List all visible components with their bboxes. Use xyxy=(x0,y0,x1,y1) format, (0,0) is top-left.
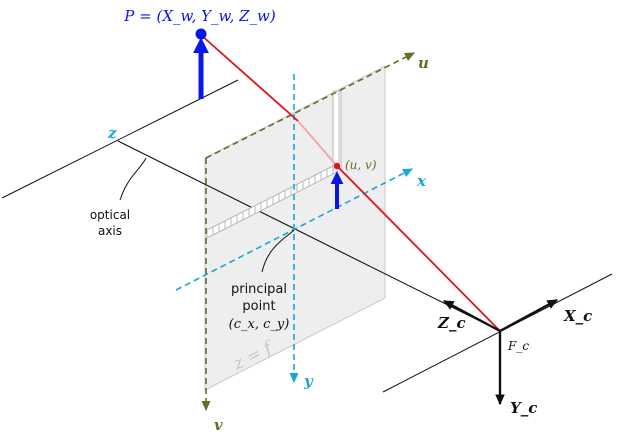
projection-ray-lower xyxy=(336,165,501,332)
u-axis-top xyxy=(205,52,415,159)
camera-frame-label: F_c xyxy=(507,339,529,353)
image-plane xyxy=(204,65,386,391)
x-axis-label: x xyxy=(416,172,427,190)
image-point xyxy=(333,162,341,170)
camera-Xc-label: X_c xyxy=(563,307,592,325)
principal-point-callout xyxy=(261,229,295,273)
point-P-label: P = (X_w, Y_w, Z_w) xyxy=(123,7,276,25)
ground-line-right xyxy=(382,273,613,393)
v-coordinate-bar xyxy=(332,90,342,169)
principal-point-label-line1: principal xyxy=(231,282,287,297)
ground-line-left xyxy=(1,79,239,199)
optical-axis-label-line1: optical xyxy=(90,208,130,222)
u-axis-label: u xyxy=(418,54,429,72)
optical-axis-label-line2: axis xyxy=(98,224,122,238)
y-axis-label: y xyxy=(303,372,314,390)
camera-Zc-axis xyxy=(442,299,501,333)
world-point xyxy=(195,28,207,40)
projection-ray-inside xyxy=(297,120,338,167)
principal-point-label-line3: (c_x, c_y) xyxy=(229,317,290,332)
image-point-label: (u, v) xyxy=(345,158,377,172)
x-axis-image xyxy=(175,168,413,291)
optical-axis-callout xyxy=(119,157,147,201)
projection-ray-outer xyxy=(200,34,299,122)
camera-Zc-label: Z_c xyxy=(437,314,466,332)
optical-axis-line xyxy=(117,140,499,331)
camera-Xc-axis xyxy=(499,298,559,333)
principal-point-label-line2: point xyxy=(242,299,275,314)
camera-Yc-label: Y_c xyxy=(510,399,537,417)
v-axis-label: v xyxy=(214,416,223,434)
z-axis-label: z xyxy=(107,124,117,142)
